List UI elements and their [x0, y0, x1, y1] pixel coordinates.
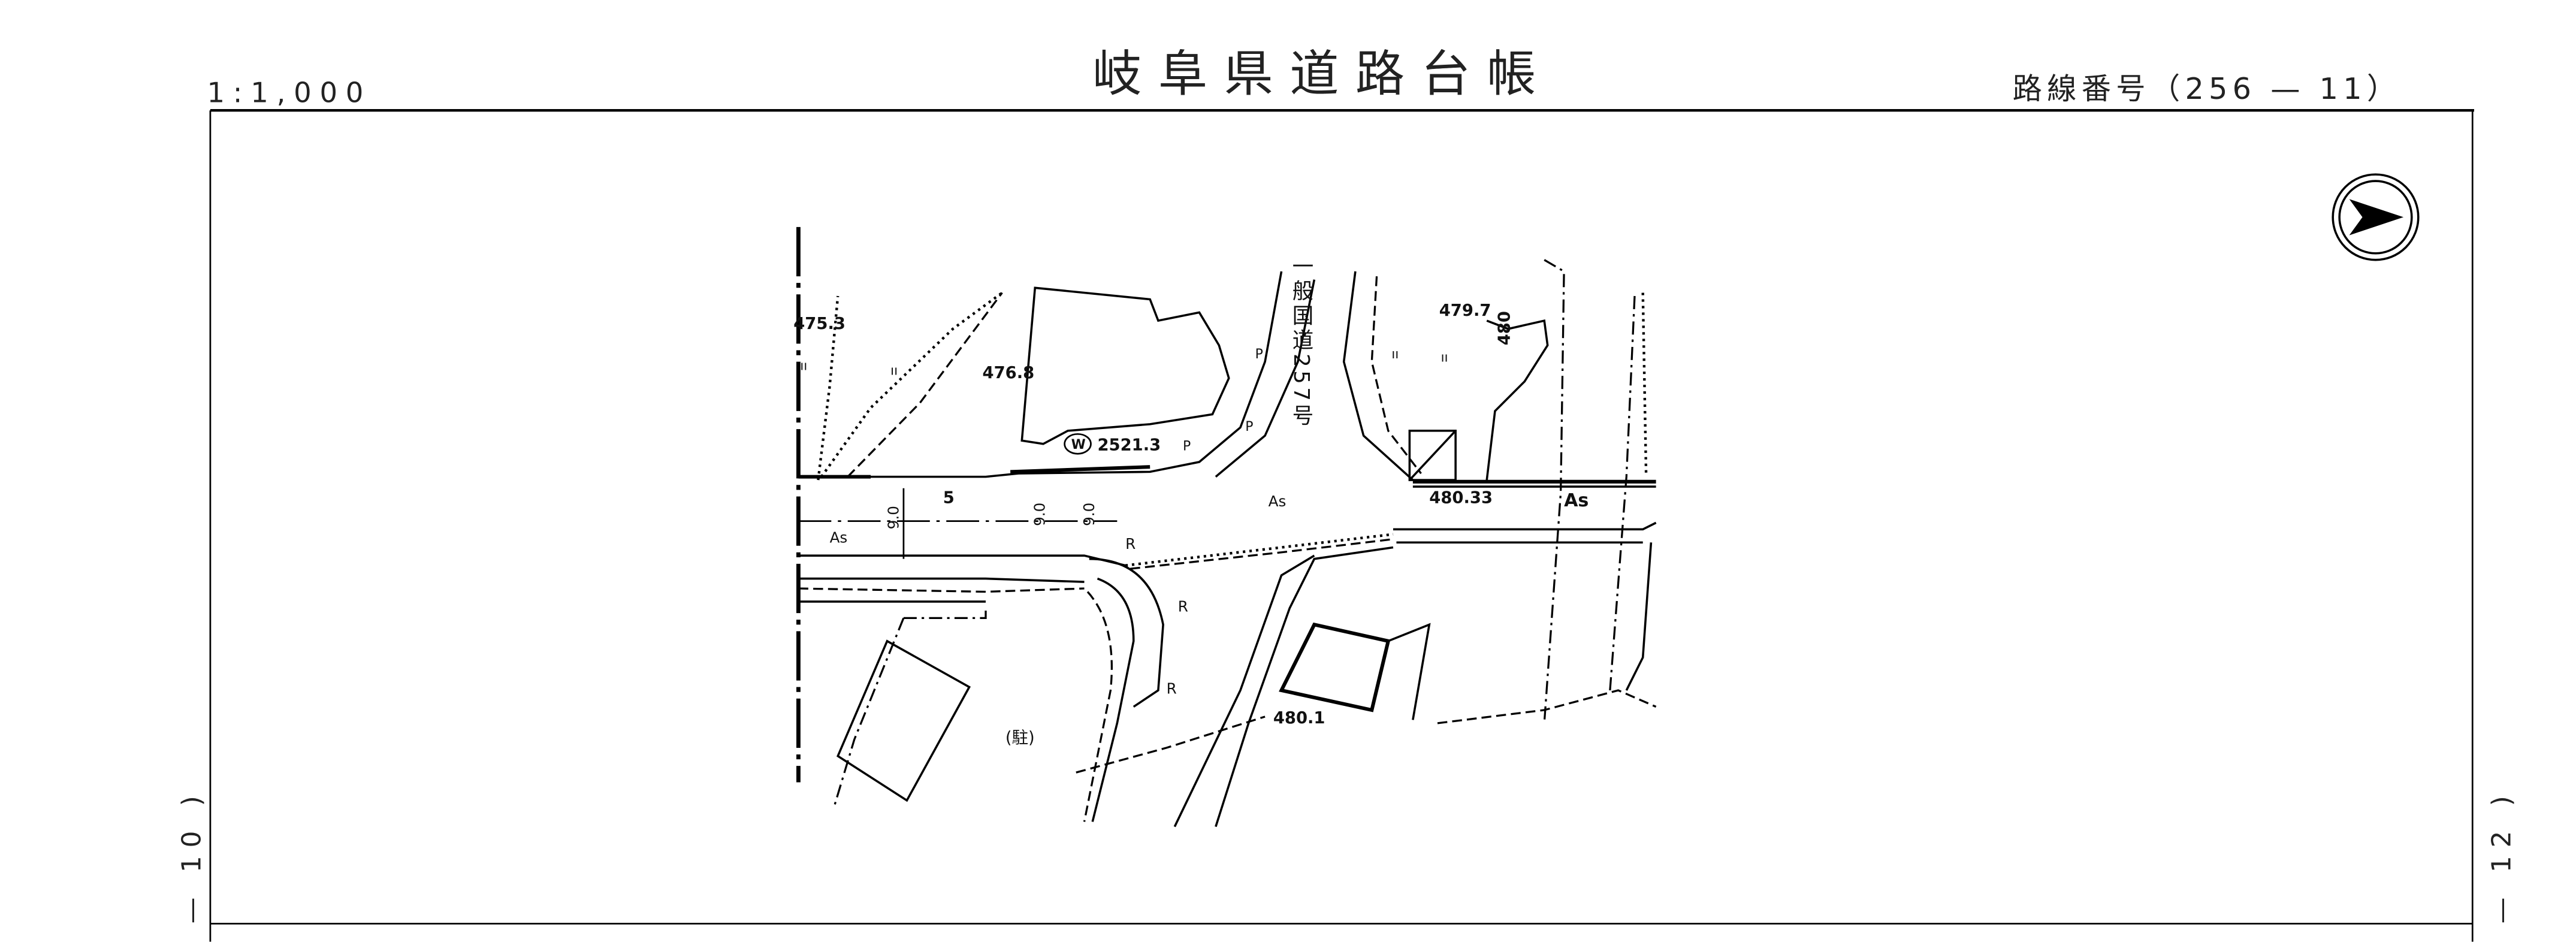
route-number: 路線番号（256 — 11） — [2013, 71, 2402, 106]
adjacent-sheet-left: — 10 ) — [176, 787, 207, 923]
adjacent-sheet-right: — 12 ) — [2486, 787, 2517, 923]
width-label: 5 — [943, 488, 955, 507]
elevation-label: 479.7 — [1439, 301, 1491, 320]
benchmark-value: 2521.3 — [1097, 436, 1161, 455]
road-map-drawing — [796, 227, 1657, 828]
width-label: 9.0 — [1080, 503, 1098, 526]
parking-label: (駐) — [1005, 729, 1035, 747]
surface-label: As — [1269, 493, 1287, 510]
benchmark-label: W — [1071, 437, 1086, 452]
surface-label: As — [1564, 490, 1589, 511]
p-label: P — [1255, 347, 1263, 362]
elevation-label: 476.8 — [983, 364, 1035, 382]
field-symbol: ıı — [1440, 351, 1448, 366]
map-labels: 一般国道257号 475.3 476.8 479.7 480 480.33 48… — [793, 255, 1589, 747]
r-label: R — [1125, 535, 1136, 552]
field-symbol: ıı — [1391, 347, 1399, 362]
scale-label: 1:1,000 — [207, 76, 372, 108]
width-label: 9.0 — [1031, 503, 1049, 526]
elevation-label: 480.33 — [1429, 488, 1493, 507]
sheet-title: 岐阜県道路台帳 — [1092, 46, 1553, 102]
elevation-label: 475.3 — [793, 315, 845, 333]
north-arrow-icon — [2332, 173, 2420, 261]
r-label: R — [1167, 680, 1177, 698]
r-label: R — [1178, 597, 1188, 615]
p-label: P — [1245, 419, 1253, 434]
benchmark-marker — [1064, 433, 1092, 455]
width-label: 9.0 — [885, 506, 902, 529]
field-symbol: ıı — [800, 358, 807, 373]
surface-label: As — [830, 529, 848, 546]
field-symbol: ıı — [890, 364, 898, 379]
road-name-label: 一般国道257号 — [1289, 255, 1313, 428]
p-label: P — [1183, 439, 1191, 454]
elevation-label: 480 — [1496, 311, 1514, 345]
elevation-label: 480.1 — [1273, 709, 1325, 727]
